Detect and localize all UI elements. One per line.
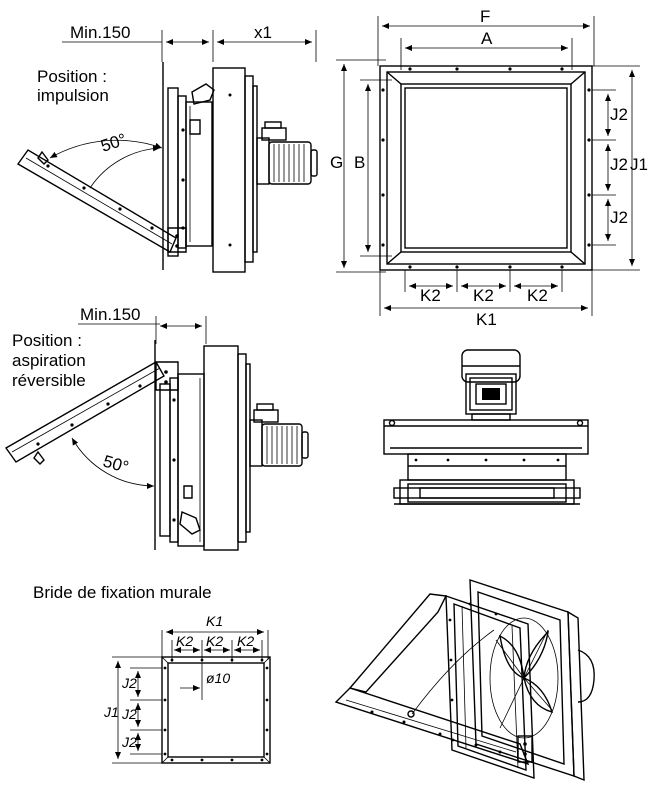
dim-K2-2: K2: [473, 286, 494, 305]
bride-J2-2: J2: [121, 706, 137, 722]
side-view-impulsion: Min.150 x1 Position : impulsion: [16, 23, 318, 273]
dim-J2-mid: J2: [610, 155, 628, 174]
dim-A: A: [481, 29, 493, 48]
dim-J2-bot: J2: [610, 208, 628, 227]
bride-hole: ø10: [206, 670, 230, 686]
angle-label: 50°: [98, 130, 128, 156]
bride-K2-2: K2: [206, 633, 223, 649]
top-view-fan: [383, 349, 589, 505]
wall-bracket-drawing: Bride de fixation murale K1 K2 K2 K2: [33, 583, 271, 764]
min-150-label: Min.150: [70, 23, 130, 42]
bride-J1: J1: [103, 704, 119, 720]
impulsion-label: impulsion: [37, 86, 109, 105]
front-view-dimensions: F A G B J1: [330, 7, 648, 329]
min-150-label-2: Min.150: [80, 305, 140, 324]
position-label: Position :: [37, 67, 107, 86]
bride-title: Bride de fixation murale: [33, 583, 212, 602]
bride-K2-1: K2: [176, 633, 193, 649]
dim-J2-top: J2: [610, 105, 628, 124]
side-view-aspiration: Min.150 Position : aspiration réversible: [4, 305, 309, 551]
dim-K2-3: K2: [527, 286, 548, 305]
dim-J1: J1: [630, 155, 648, 174]
dim-K2-1: K2: [420, 286, 441, 305]
position-label-2: Position :: [12, 331, 82, 350]
dim-G: G: [330, 153, 343, 172]
dim-B: B: [354, 153, 365, 172]
reversible-label: réversible: [12, 371, 86, 390]
angle-label-2: 50°: [101, 452, 131, 477]
x1-label: x1: [254, 23, 272, 42]
isometric-view: [334, 579, 595, 782]
dim-K1: K1: [476, 310, 497, 329]
bride-K2-3: K2: [237, 633, 254, 649]
bride-J2-1: J2: [121, 675, 137, 691]
dim-F: F: [480, 7, 490, 26]
bride-J2-3: J2: [121, 734, 137, 750]
aspiration-label: aspiration: [12, 351, 86, 370]
bride-K1: K1: [206, 613, 223, 629]
